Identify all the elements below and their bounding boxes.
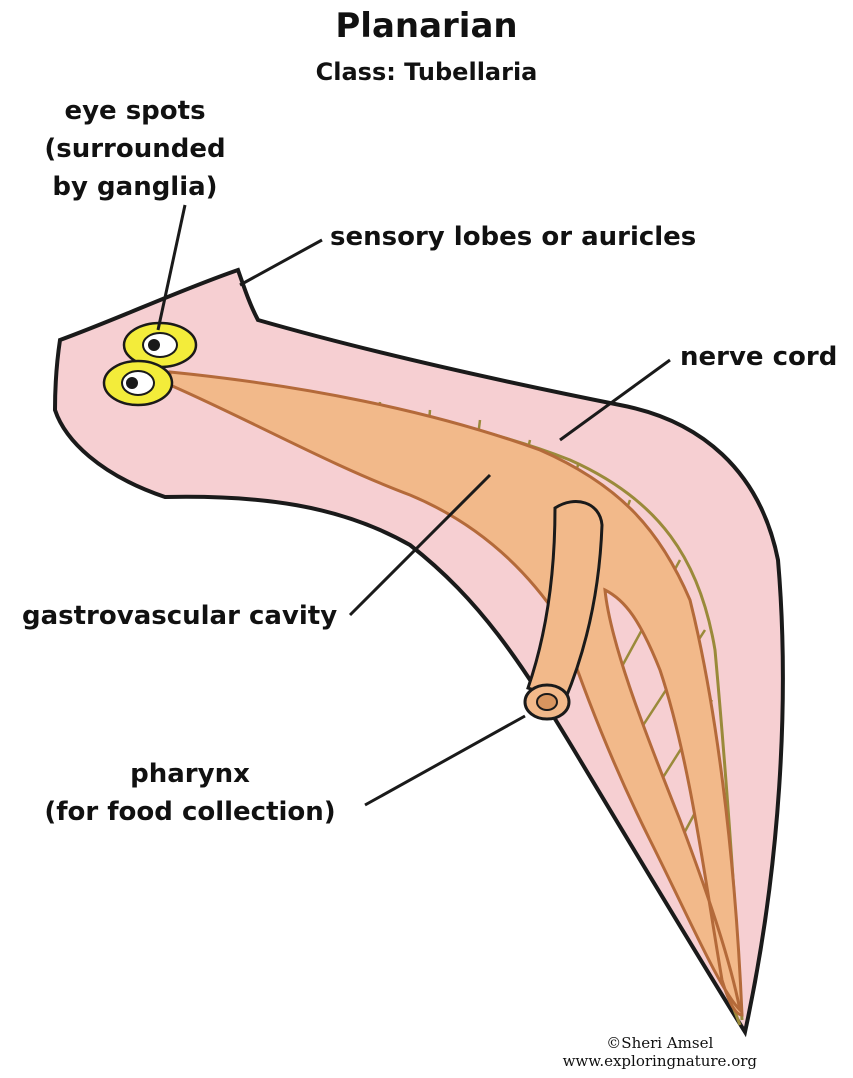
sensory-lobes-leader [240, 240, 322, 285]
pharynx-opening [537, 694, 557, 710]
pharynx-leader [365, 716, 525, 805]
